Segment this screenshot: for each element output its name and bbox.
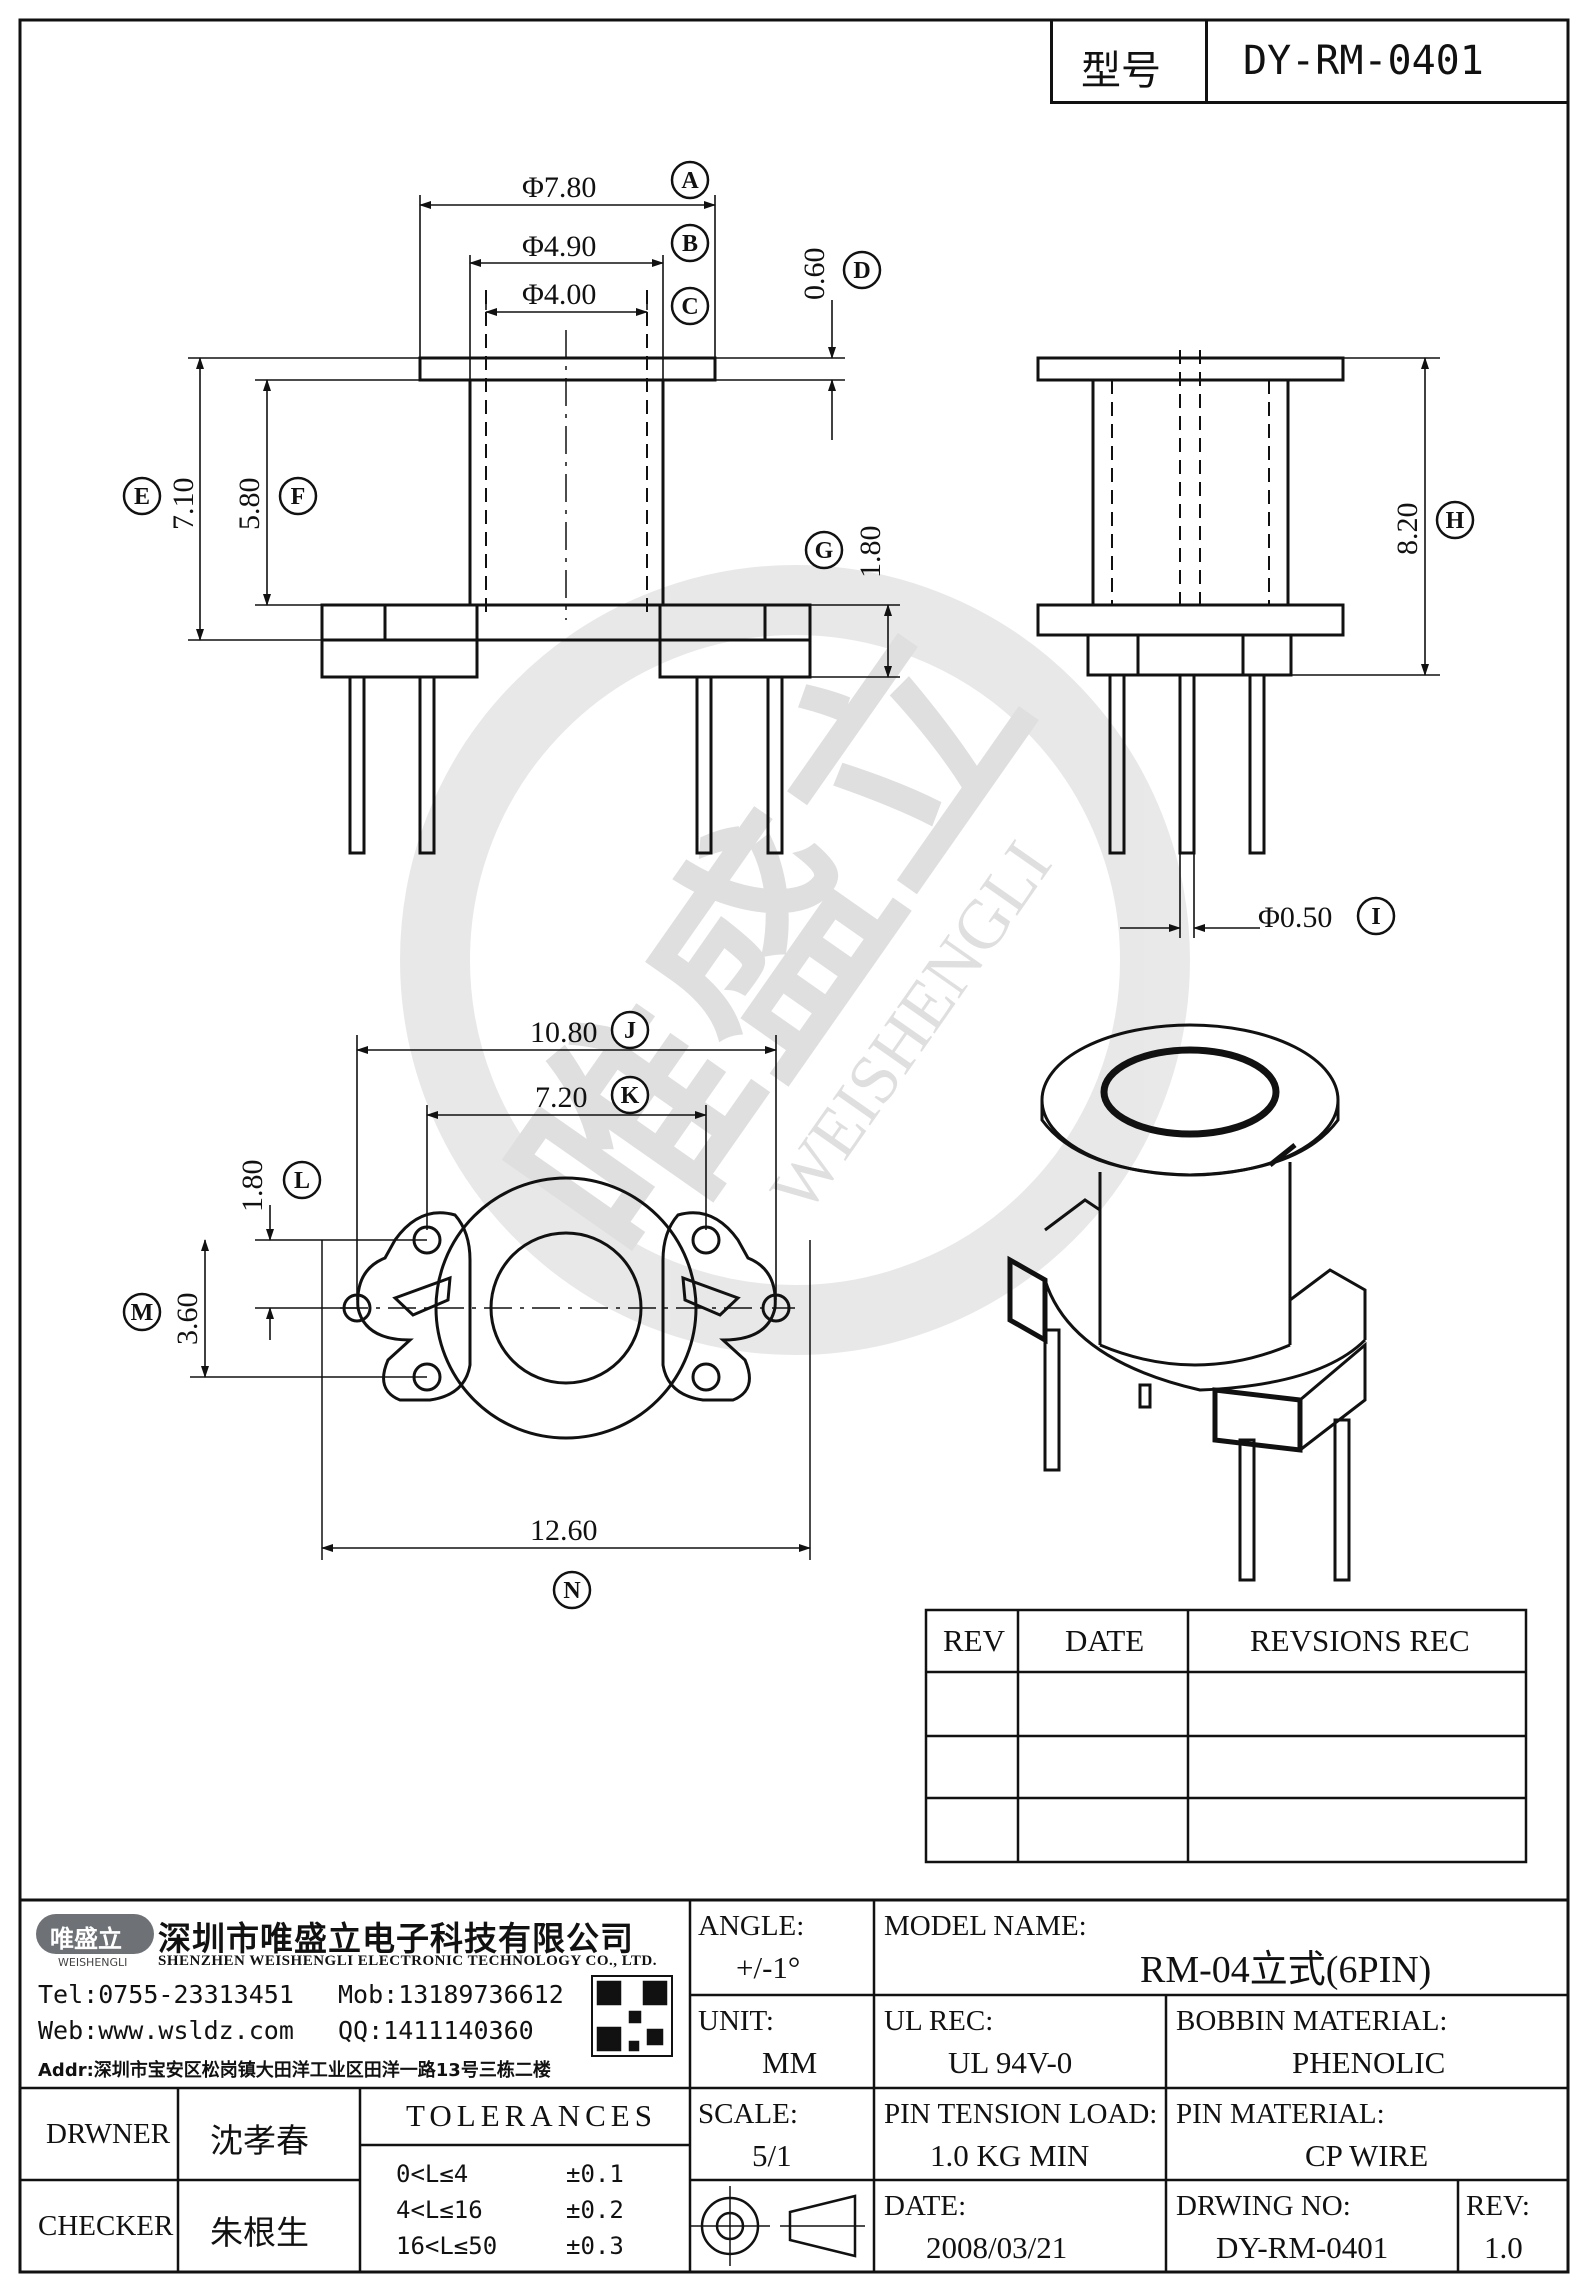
checker-label: CHECKER [38,2210,174,2242]
dim-c: Φ4.00 [522,278,596,311]
tolerance-value-3: ±0.3 [566,2232,624,2260]
checker-value: 朱根生 [210,2213,309,2252]
marker-h: H [1446,508,1465,534]
company-web: Web:www.wsldz.com [38,2016,294,2045]
tolerances-label: TOLERANCES [406,2098,657,2133]
date-label: DATE: [884,2190,967,2222]
drawing-no-label: DRWING NO: [1176,2190,1351,2222]
bobbin-material-label: BOBBIN MATERIAL: [1176,2005,1448,2037]
dim-a: Φ7.80 [522,171,596,204]
drawing-no-value: DY-RM-0401 [1216,2230,1389,2265]
tolerance-value-1: ±0.1 [566,2160,624,2188]
type-label: 型号 [1081,48,1161,94]
company-tel: Tel:0755-23313451 [38,1980,294,2009]
dim-j: 10.80 [530,1016,598,1049]
model-code: DY-RM-0401 [1243,38,1484,84]
company-mob: Mob:13189736612 [338,1980,564,2009]
rev-header-date: DATE [1065,1623,1145,1658]
marker-i: I [1371,904,1380,930]
dim-g: 1.80 [854,526,887,579]
dimension-texts: Φ7.80 Φ4.90 Φ4.00 0.60 7.10 5.80 1.80 8.… [167,171,1424,1547]
dim-b: Φ4.90 [522,230,596,263]
dim-h: 8.20 [1391,503,1424,556]
side-view [1036,350,1345,855]
rev-header-rev: REV [943,1623,1005,1658]
marker-j: J [624,1018,636,1044]
company-name-cn: 深圳市唯盛立电子科技有限公司 [158,1919,634,1958]
side-view-dimensions [1120,357,1440,938]
company-addr: Addr:深圳市宝安区松岗镇大田洋工业区田洋一路13号三栋二楼 [38,2060,551,2081]
dim-n: 12.60 [530,1514,598,1547]
front-view [320,290,812,855]
dim-m: 3.60 [171,1293,204,1346]
dim-i: Φ0.50 [1258,901,1332,934]
dim-k: 7.20 [535,1081,588,1114]
company-qq: QQ:1411140360 [338,2016,534,2045]
marker-m: M [131,1300,154,1326]
model-name-value: RM-04立式(6PIN) [1140,1949,1432,1991]
rev-value: 1.0 [1484,2230,1523,2265]
front-view-dimensions [188,195,900,678]
dim-e: 7.10 [167,478,200,531]
bobbin-material-value: PHENOLIC [1292,2045,1446,2080]
header-box: 型号 DY-RM-0401 [1050,20,1568,104]
ul-rec-label: UL REC: [884,2005,994,2037]
drawer-value: 沈孝春 [210,2121,309,2160]
pin-tension-value: 1.0 KG MIN [930,2138,1090,2173]
drawer-label: DRWNER [46,2118,171,2150]
logo-en: WEISHENGLI [58,1956,128,1969]
logo-cn: 唯盛立 [50,1925,122,1953]
dim-d: 0.60 [798,248,831,301]
tolerance-range-2: 4<L≤16 [396,2196,483,2224]
date-value: 2008/03/21 [926,2230,1068,2265]
tolerance-range-3: 16<L≤50 [396,2232,498,2260]
rev-label: REV: [1466,2190,1530,2222]
marker-k: K [621,1083,640,1109]
marker-d: D [853,258,870,284]
angle-label: ANGLE: [698,1910,805,1942]
scale-label: SCALE: [698,2098,798,2130]
marker-g: G [815,538,834,564]
dim-f: 5.80 [233,478,266,531]
watermark: 唯盛立 WEISHENGLI [400,565,1190,1355]
page-border [18,18,1570,2274]
marker-b: B [682,231,698,257]
tolerance-range-1: 0<L≤4 [396,2160,469,2188]
company-name-en: SHENZHEN WEISHENGLI ELECTRONIC TECHNOLOG… [158,1953,657,1969]
dimension-markers [122,160,1475,1610]
model-name-label: MODEL NAME: [884,1910,1087,1942]
revision-table [924,1608,1528,1864]
ul-rec-value: UL 94V-0 [948,2045,1073,2080]
marker-n: N [563,1578,581,1604]
title-block-lines [20,1898,1568,2272]
unit-label: UNIT: [698,2005,774,2037]
pin-material-value: CP WIRE [1305,2138,1429,2173]
marker-c: C [681,294,698,320]
isometric-view [1007,1023,1367,1582]
bottom-view-dimensions [190,1035,811,1552]
scale-value: 5/1 [752,2138,792,2173]
dim-l: 1.80 [236,1160,269,1213]
marker-f: F [291,484,306,510]
pin-material-label: PIN MATERIAL: [1176,2098,1385,2130]
marker-l: L [294,1168,310,1194]
pin-tension-label: PIN TENSION LOAD: [884,2098,1158,2130]
marker-letters: A B C D E F G H I J K L M N [131,168,1465,1604]
tolerance-value-2: ±0.2 [566,2196,624,2224]
company-logo: 唯盛立 WEISHENGLI [36,1910,156,1970]
marker-e: E [134,484,150,510]
angle-value: +/-1° [736,1950,801,1985]
rev-header-rec: REVSIONS REC [1250,1623,1470,1658]
marker-a: A [681,168,699,194]
unit-value: MM [762,2045,818,2080]
